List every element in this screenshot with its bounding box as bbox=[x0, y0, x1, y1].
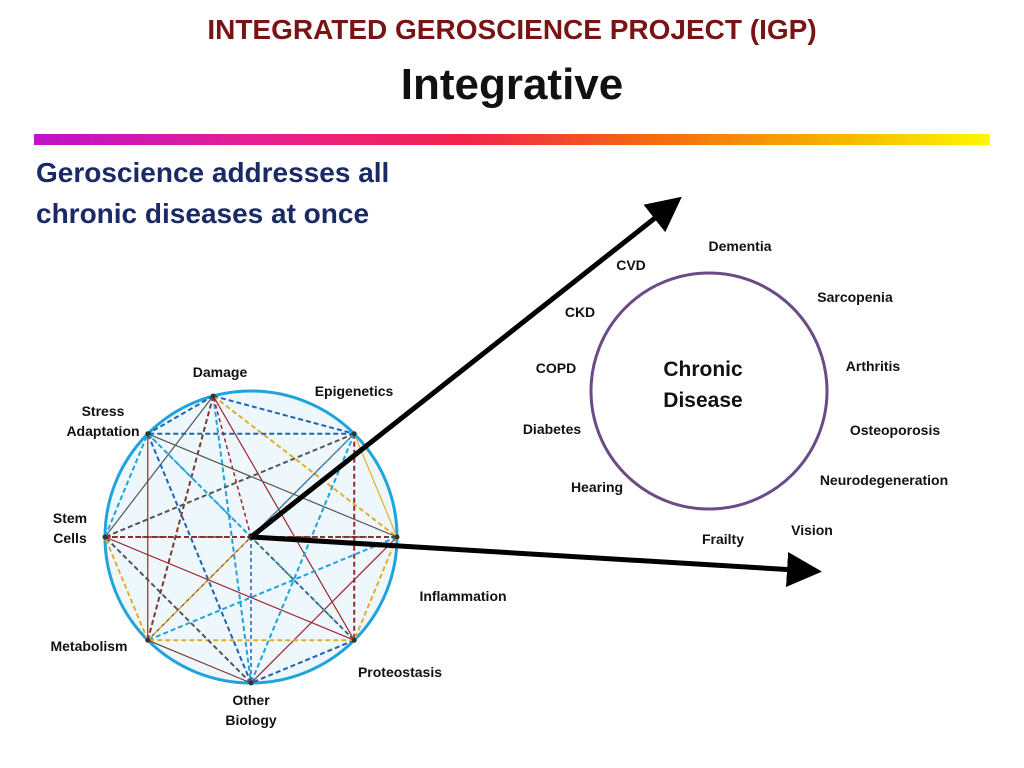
pillar-label-stem-cells: Cells bbox=[53, 530, 87, 546]
pillar-label-other-biology: Other bbox=[232, 692, 270, 708]
disease-label-diabetes: Diabetes bbox=[523, 421, 582, 437]
spoke-line bbox=[250, 536, 355, 641]
connection-line bbox=[212, 395, 355, 641]
disease-label-vision: Vision bbox=[791, 522, 833, 538]
connection-line bbox=[104, 432, 355, 538]
pillar-label-other-biology: Biology bbox=[225, 712, 277, 728]
disease-label-frailty: Frailty bbox=[702, 531, 744, 547]
disease-label-arthritis: Arthritis bbox=[846, 358, 901, 374]
chronic-disease-label-1: Chronic bbox=[663, 358, 743, 381]
pillar-label-metabolism: Metabolism bbox=[50, 638, 127, 654]
pillar-node bbox=[145, 431, 151, 437]
arrow-right bbox=[250, 534, 822, 587]
disease-label-neurodegeneration: Neurodegeneration bbox=[820, 472, 948, 488]
lead-line-2: chronic diseases at once bbox=[36, 198, 370, 229]
pillar-node bbox=[102, 534, 108, 540]
connection-line bbox=[104, 536, 252, 684]
connection-line bbox=[146, 433, 252, 684]
chronic-disease-label-2: Disease bbox=[663, 389, 742, 412]
pillar-node bbox=[210, 393, 216, 399]
connection-line bbox=[104, 395, 214, 538]
lead-line-1: Geroscience addresses all bbox=[36, 157, 390, 188]
connection-line bbox=[147, 639, 252, 684]
disease-label-osteoporosis: Osteoporosis bbox=[850, 422, 940, 438]
connection-line bbox=[104, 536, 355, 641]
connection-line bbox=[104, 536, 149, 641]
pillar-node bbox=[394, 534, 400, 540]
pillar-node bbox=[351, 637, 357, 643]
pillar-connections bbox=[104, 395, 398, 684]
spoke-line bbox=[147, 433, 252, 538]
pillar-label-stress-adaptation: Stress bbox=[82, 403, 125, 419]
connection-line bbox=[212, 395, 252, 684]
connection-line bbox=[212, 395, 355, 435]
disease-label-sarcopenia: Sarcopenia bbox=[817, 289, 893, 305]
pillar-label-damage: Damage bbox=[193, 364, 248, 380]
disease-label-hearing: Hearing bbox=[571, 479, 623, 495]
pillar-label-proteostasis: Proteostasis bbox=[358, 664, 442, 680]
connection-line bbox=[250, 639, 355, 684]
spoke-line bbox=[212, 395, 252, 538]
pillar-label-inflammation: Inflammation bbox=[419, 588, 506, 604]
pillar-labels: DamageEpigeneticsInflammationProteostasi… bbox=[50, 364, 506, 728]
connection-line bbox=[104, 433, 149, 538]
chronic-disease-circle bbox=[589, 271, 829, 511]
pillar-node bbox=[351, 431, 357, 437]
pillar-label-stem-cells: Stem bbox=[53, 510, 87, 526]
connection-line bbox=[147, 395, 214, 435]
disease-label-ckd: CKD bbox=[565, 304, 595, 320]
pillar-node bbox=[145, 637, 151, 643]
page-title: INTEGRATED GEROSCIENCE PROJECT (IGP) bbox=[207, 14, 817, 45]
pillar-label-stress-adaptation: Adaptation bbox=[66, 423, 139, 439]
connection-line bbox=[353, 536, 398, 641]
connection-line bbox=[212, 395, 398, 538]
spoke-line bbox=[147, 536, 252, 641]
disease-label-dementia: Dementia bbox=[708, 238, 771, 254]
connection-line bbox=[250, 433, 356, 684]
gradient-divider bbox=[34, 134, 990, 145]
arrow-up bbox=[249, 196, 682, 539]
page-subtitle: Integrative bbox=[400, 60, 624, 109]
disease-label-cvd: CVD bbox=[616, 257, 646, 273]
connection-line bbox=[146, 395, 215, 641]
pillar-label-epigenetics: Epigenetics bbox=[315, 383, 394, 399]
disease-label-copd: COPD bbox=[536, 360, 576, 376]
pillar-node bbox=[248, 680, 254, 686]
lead-text: Geroscience addresses all chronic diseas… bbox=[36, 152, 436, 234]
connection-line bbox=[147, 433, 398, 538]
connection-line bbox=[147, 536, 398, 642]
spoke-line bbox=[250, 433, 355, 538]
